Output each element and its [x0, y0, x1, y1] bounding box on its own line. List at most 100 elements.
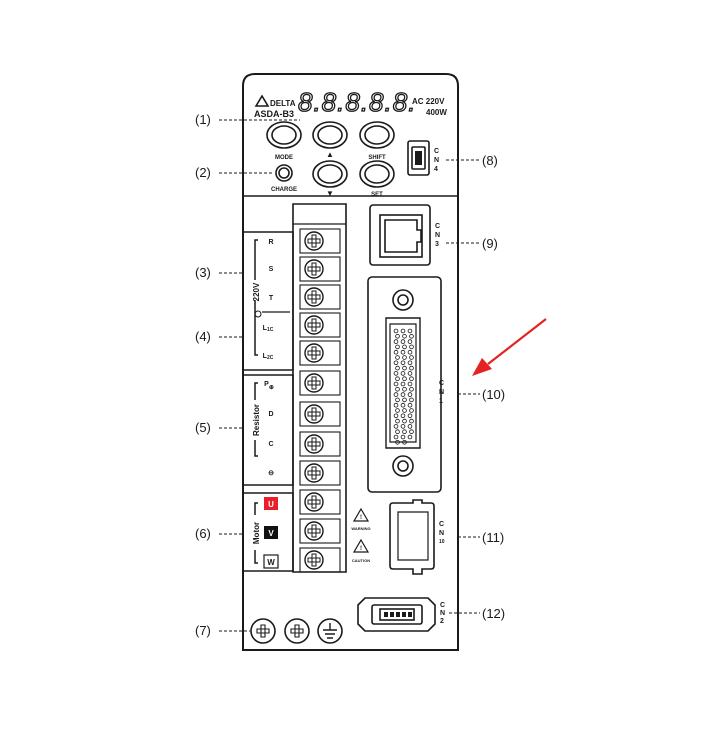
terminal-l1c-label: L1C [263, 325, 274, 333]
cn3-ethernet-port[interactable] [369, 204, 431, 266]
drive-body [242, 73, 459, 651]
terminal-screw [299, 284, 341, 310]
cn1-pin [402, 429, 407, 435]
cn1-pin [400, 328, 406, 334]
cn1-pin [400, 360, 406, 366]
svg-text:(3): (3) [195, 265, 211, 280]
callout-6: (6) [195, 526, 243, 541]
earth-ground-icon [317, 618, 343, 644]
cn1-pin [402, 344, 407, 350]
cn1-pin [409, 386, 414, 392]
terminal-d-label: D [268, 411, 273, 418]
terminal-w-badge: W [263, 554, 279, 569]
delta-logo: DELTA [254, 94, 296, 108]
down-arrow-icon: ▼ [326, 189, 334, 198]
cn1-pin [395, 408, 400, 413]
cn1-pin [395, 333, 400, 339]
cn2-pins [384, 612, 412, 617]
svg-text:N: N [434, 157, 439, 164]
warning-icon: ! [352, 507, 370, 522]
cn1-pin [407, 328, 413, 334]
cn1-pin [409, 376, 414, 382]
cn1-pin [393, 328, 399, 334]
resistor-terminal-group [242, 374, 294, 486]
cn1-pin [402, 418, 407, 424]
svg-text:N: N [435, 232, 440, 239]
callout-12: (12) [449, 606, 505, 621]
callout-2: (2) [195, 165, 274, 180]
cn1-pin [393, 349, 399, 355]
set-key[interactable] [359, 160, 395, 188]
cn1-pin [407, 339, 413, 344]
mode-key[interactable] [266, 121, 302, 149]
terminal-screw [299, 370, 341, 396]
cn2-pin [396, 612, 400, 617]
charge-led [275, 164, 293, 182]
svg-text:W: W [267, 558, 275, 567]
delta-triangle-icon [254, 94, 270, 107]
terminal-s-label: S [269, 266, 274, 273]
cn1-pin [402, 376, 407, 382]
terminal-n-label: ⊖ [268, 470, 274, 477]
cn1-io-connector[interactable] [367, 276, 442, 493]
cn1-pin [409, 344, 414, 350]
terminal-v-badge: V [264, 526, 278, 539]
cn2-pin [384, 612, 388, 617]
terminal-r-label: R [268, 239, 273, 246]
cn1-label: C N 1 [439, 380, 444, 405]
cn1-pin [402, 355, 407, 360]
cn1-pin [393, 360, 399, 366]
svg-text:3: 3 [435, 241, 439, 248]
terminal-screw [299, 256, 341, 282]
cn1-pin [393, 392, 399, 397]
cn1-pin [407, 392, 413, 397]
cn1-pin [402, 439, 407, 445]
cn1-pin [395, 418, 400, 424]
cn1-pin [409, 333, 414, 339]
svg-text:1: 1 [439, 398, 443, 405]
set-key-label: SET [371, 192, 383, 198]
svg-text:(12): (12) [482, 606, 505, 621]
cn1-pin [402, 333, 407, 339]
svg-text:V: V [268, 529, 274, 538]
terminal-p-label: P⊕ [264, 381, 274, 391]
shift-key[interactable] [359, 121, 395, 149]
charge-label: CHARGE [271, 187, 297, 193]
cn1-pin [400, 413, 406, 419]
cn1-pin [407, 413, 413, 419]
svg-text:(2): (2) [195, 165, 211, 180]
svg-text:!: ! [360, 515, 362, 521]
cn10-connector[interactable] [389, 499, 435, 575]
terminal-screws [299, 228, 341, 573]
caution-icon: ! [352, 538, 370, 553]
terminal-l2c-label: L2C [263, 353, 274, 361]
cn1-pin [402, 397, 407, 403]
cn1-pin [400, 339, 406, 344]
svg-text:4: 4 [434, 166, 438, 173]
cn1-pin [400, 349, 406, 355]
callout-8: (8) [446, 153, 498, 168]
red-pointer-arrow [472, 318, 547, 376]
cn2-encoder-connector[interactable] [357, 597, 436, 632]
cn2-pin [408, 612, 412, 617]
terminal-screw [299, 431, 341, 457]
ground-screw-1 [250, 618, 276, 644]
terminal-screw [299, 547, 341, 573]
cn1-pin [409, 418, 414, 424]
terminal-screw [299, 312, 341, 338]
cn1-pin [400, 381, 406, 387]
down-key[interactable] [312, 160, 348, 188]
phase-symbol-icon [254, 310, 262, 318]
cn4-label: C N 4 [434, 148, 439, 173]
ground-screw-2 [284, 618, 310, 644]
svg-text:(5): (5) [195, 420, 211, 435]
callout-9: (9) [446, 236, 498, 251]
up-key[interactable] [312, 121, 348, 149]
cn4-usb-port[interactable] [407, 140, 430, 176]
cn1-pin [395, 397, 400, 403]
svg-text:U: U [268, 500, 274, 509]
cn1-pin [402, 386, 407, 392]
terminal-c-label: C [268, 441, 273, 448]
svg-text:(6): (6) [195, 526, 211, 541]
